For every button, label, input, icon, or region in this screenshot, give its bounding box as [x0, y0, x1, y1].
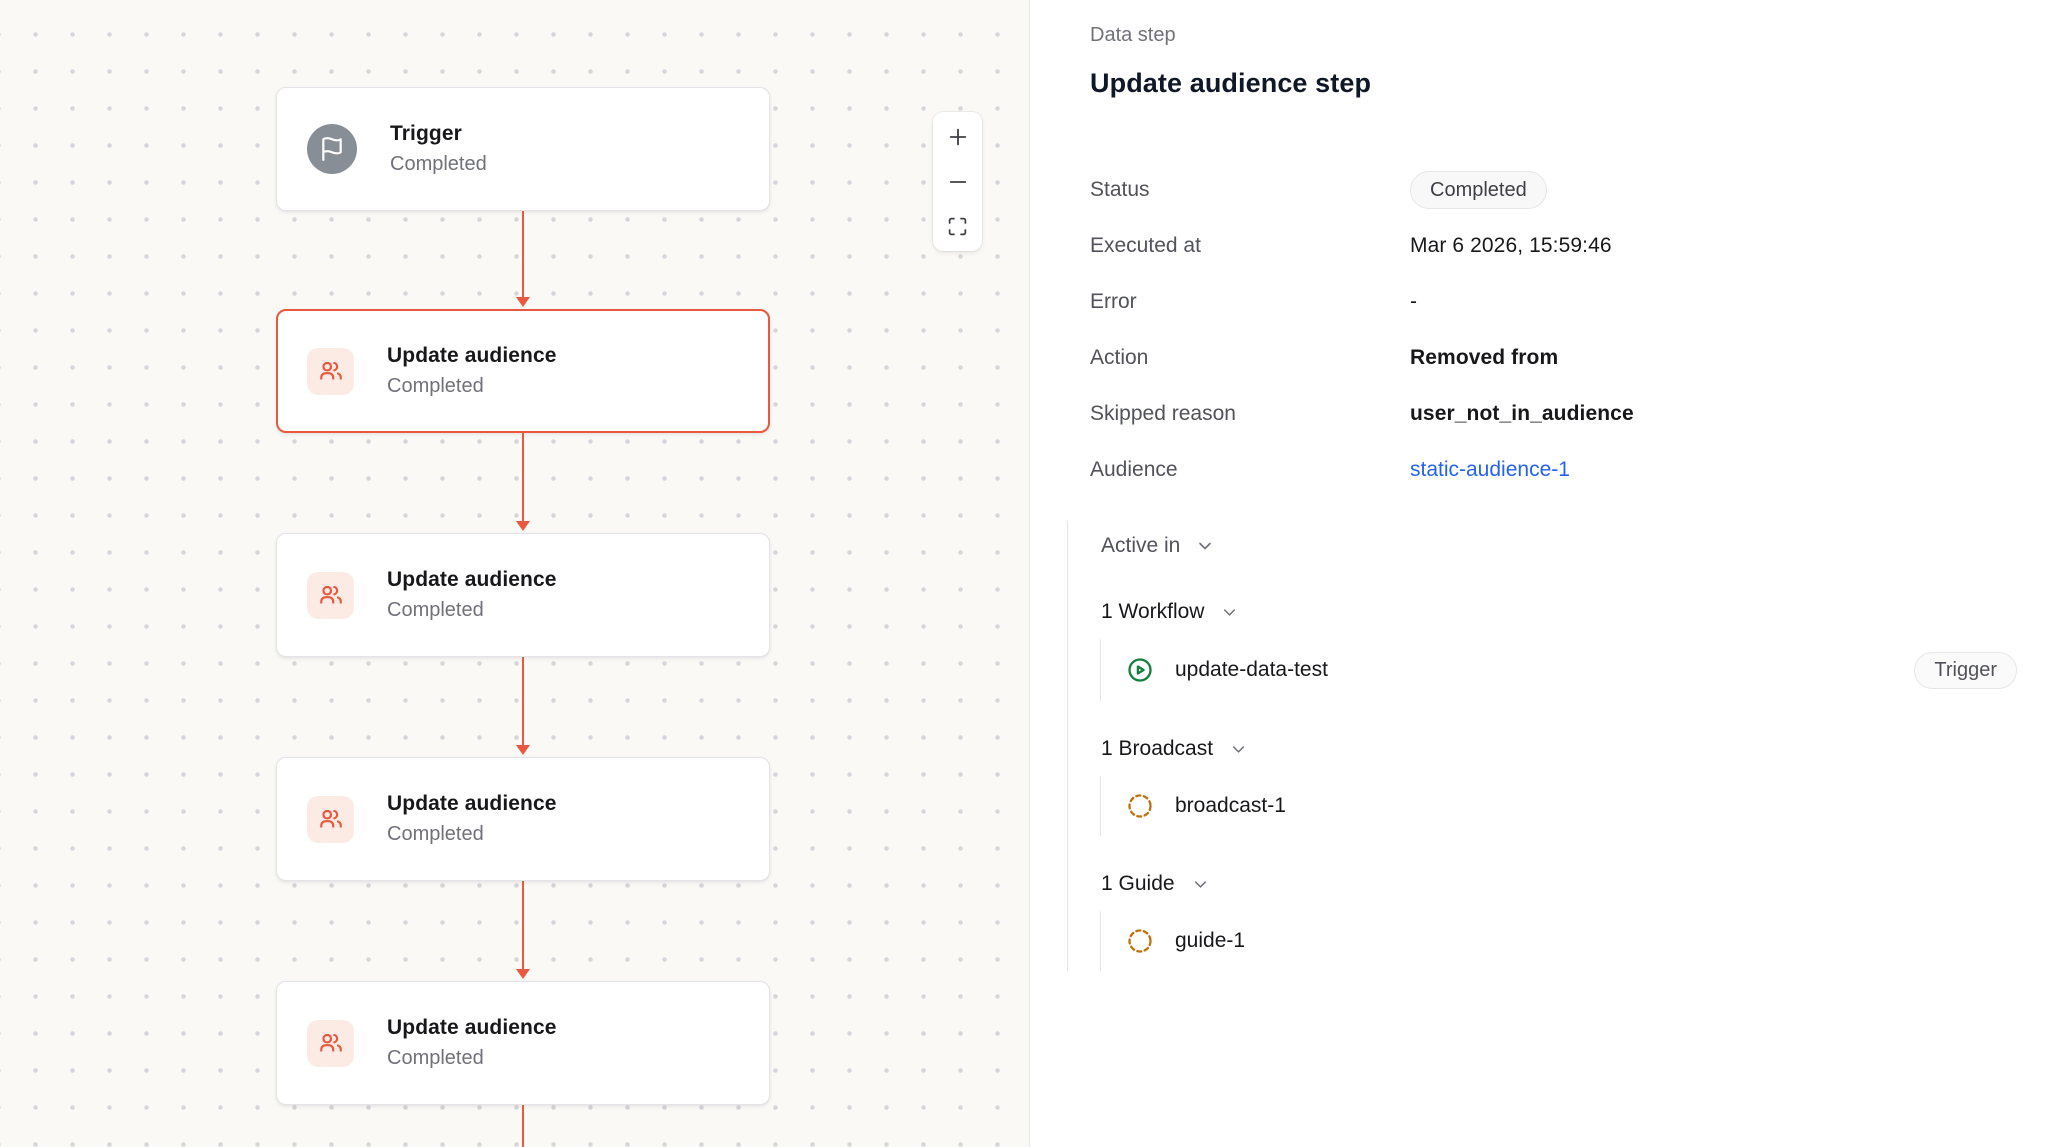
connector-arrow: [522, 1105, 524, 1147]
connector-arrow: [516, 433, 530, 531]
step-type-label: Data step: [1090, 24, 1176, 46]
group-guide: 1 Guide guide-1: [1100, 872, 2048, 971]
group-workflow: 1 Workflow update-data-test Trigger: [1100, 600, 2048, 701]
node-title: Trigger: [390, 122, 462, 145]
node-update-audience-1[interactable]: Update audience Completed: [276, 309, 770, 433]
users-icon: [307, 795, 354, 843]
page-title: Update audience step: [1090, 68, 1372, 98]
group-workflow-toggle[interactable]: 1 Workflow: [1101, 600, 1239, 624]
node-status: Completed: [390, 153, 487, 175]
group-broadcast-toggle[interactable]: 1 Broadcast: [1101, 737, 1248, 761]
status-badge: Completed: [1410, 171, 1547, 209]
field-audience: Audience static-audience-1: [1090, 442, 2048, 498]
broadcast-name: broadcast-1: [1175, 794, 1286, 817]
step-details-panel: Data step Update audience step Status Co…: [1030, 0, 2048, 1147]
canvas-zoom-toolbar: [933, 112, 982, 251]
flag-icon: [307, 124, 357, 174]
node-status: Completed: [387, 599, 484, 621]
connector-arrow: [516, 881, 530, 979]
field-label: Skipped reason: [1090, 402, 1236, 425]
field-label: Audience: [1090, 458, 1178, 481]
step-detail-fields: Status Completed Executed at Mar 6 2026,…: [1090, 162, 2048, 498]
chevron-down-icon: [1194, 880, 1206, 888]
chevron-down-icon: [1199, 542, 1212, 550]
active-in-section: Active in 1 Workflow update-data-test Tr…: [1067, 521, 2048, 971]
group-items: update-data-test Trigger: [1100, 639, 2048, 701]
play-circle-icon: [1128, 658, 1152, 682]
fullscreen-icon: [948, 217, 967, 236]
field-value: Removed from: [1410, 346, 1559, 369]
broadcast-item[interactable]: broadcast-1: [1126, 776, 2048, 836]
node-update-audience-4[interactable]: Update audience Completed: [276, 981, 770, 1105]
field-executed-at: Executed at Mar 6 2026, 15:59:46: [1090, 218, 2048, 274]
node-trigger[interactable]: Trigger Completed: [276, 87, 770, 211]
workflow-name: update-data-test: [1175, 658, 1328, 681]
active-in-label: Active in: [1101, 534, 1181, 557]
zoom-out-button[interactable]: [933, 159, 982, 204]
workflow-canvas[interactable]: Trigger Completed Update audience Comple…: [0, 0, 1030, 1147]
field-label: Executed at: [1090, 234, 1201, 257]
fit-view-button[interactable]: [933, 204, 982, 249]
connector-arrow: [516, 211, 530, 307]
group-guide-toggle[interactable]: 1 Guide: [1101, 872, 1210, 896]
field-value: -: [1410, 290, 1418, 313]
field-error: Error -: [1090, 274, 2048, 330]
field-action: Action Removed from: [1090, 330, 2048, 386]
node-title: Update audience: [387, 1016, 557, 1039]
field-skipped-reason: Skipped reason user_not_in_audience: [1090, 386, 2048, 442]
guide-name: guide-1: [1175, 929, 1246, 952]
field-label: Status: [1090, 178, 1150, 201]
group-label: 1 Workflow: [1101, 600, 1205, 623]
node-status: Completed: [387, 1047, 484, 1069]
users-icon: [307, 571, 354, 619]
field-status: Status Completed: [1090, 162, 2048, 218]
dashed-circle-icon: [1128, 929, 1152, 953]
group-label: 1 Guide: [1101, 872, 1175, 895]
connector-arrow: [516, 657, 530, 755]
guide-item[interactable]: guide-1: [1126, 911, 2048, 971]
users-icon: [307, 347, 354, 395]
workflow-item[interactable]: update-data-test Trigger: [1126, 639, 2048, 701]
node-status: Completed: [387, 375, 484, 397]
active-in-toggle[interactable]: Active in: [1101, 534, 1215, 558]
field-label: Action: [1090, 346, 1149, 369]
node-title: Update audience: [387, 344, 557, 367]
zoom-in-button[interactable]: [933, 114, 982, 159]
group-label: 1 Broadcast: [1101, 737, 1214, 760]
field-value: Mar 6 2026, 15:59:46: [1410, 234, 1612, 257]
field-label: Error: [1090, 290, 1137, 313]
group-broadcast: 1 Broadcast broadcast-1: [1100, 737, 2048, 836]
trigger-badge: Trigger: [1914, 651, 2017, 689]
node-update-audience-3[interactable]: Update audience Completed: [276, 757, 770, 881]
group-items: broadcast-1: [1100, 776, 2048, 836]
dashed-circle-icon: [1128, 794, 1152, 818]
users-icon: [307, 1019, 354, 1067]
node-title: Update audience: [387, 792, 557, 815]
field-value: user_not_in_audience: [1410, 402, 1634, 425]
chevron-down-icon: [1224, 608, 1236, 616]
plus-icon: [949, 128, 966, 145]
node-update-audience-2[interactable]: Update audience Completed: [276, 533, 770, 657]
group-items: guide-1: [1100, 911, 2048, 971]
chevron-down-icon: [1233, 745, 1245, 753]
audience-link[interactable]: static-audience-1: [1410, 458, 1570, 481]
minus-icon: [949, 180, 966, 183]
node-status: Completed: [387, 823, 484, 845]
node-title: Update audience: [387, 568, 557, 591]
